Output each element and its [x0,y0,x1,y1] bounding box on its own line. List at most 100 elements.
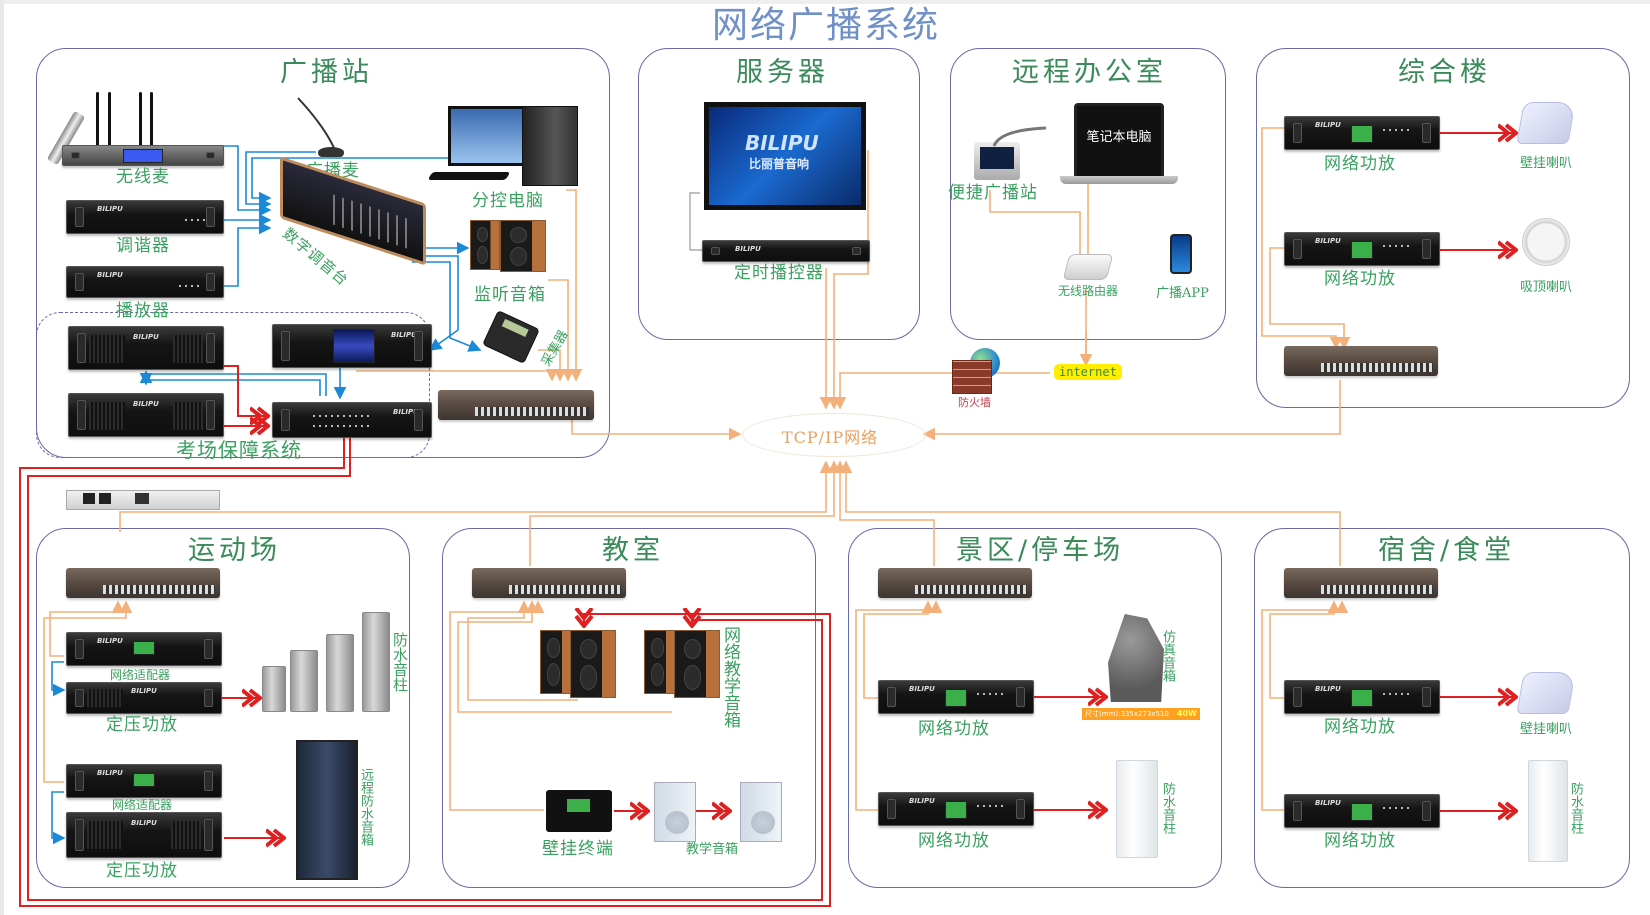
network-amp-label: 网络功放 [918,719,990,739]
waterproof-column-speaker [362,612,390,712]
wall-speaker [1516,102,1576,144]
portable-station [974,142,1020,180]
waterproof-column-speaker [326,634,354,712]
wireless-router [1062,254,1114,280]
broadcast-server: BILIPU 比丽普音响 [704,102,866,210]
player-label: 播放器 [116,301,170,321]
teaching-speaker [740,782,782,842]
zone-remote-office [950,48,1226,340]
network-amp: BILIPU [1284,232,1440,266]
wall-speaker [1516,672,1576,714]
zone-complex-building [1256,48,1630,408]
network-adapter: BILIPU [66,632,222,666]
network-amp: BILIPU [878,680,1034,714]
zone-title-remote-office: 远程办公室 [1012,57,1167,88]
network-teaching-speaker [674,630,720,698]
laptop-label: 笔记本电脑 [1086,130,1152,145]
waterproof-column-speaker [1116,760,1158,858]
network-teaching-speaker [540,630,572,694]
rock-speaker-label: 仿真音箱 [1160,630,1175,682]
teaching-speaker-label: 教学音箱 [686,842,739,857]
tuner-label: 调谐器 [116,236,170,256]
wall-terminal [546,790,612,832]
portable-station-mic [992,126,1047,147]
network-amp-label: 网络功放 [918,831,990,851]
wireless-mic-label: 无线麦 [116,167,170,187]
waterproof-column-speaker [1528,760,1568,862]
wall-terminal-label: 壁挂终端 [542,839,614,859]
wall-speaker-label: 壁挂喇叭 [1520,156,1573,171]
server-brand: BILIPU [745,131,819,155]
constant-voltage-amp: BILIPU [66,812,222,858]
diagram-title: 网络广播系统 [712,5,941,46]
zone-title-server: 服务器 [736,57,829,88]
laptop: 笔记本电脑 [1074,103,1164,179]
teaching-speaker [654,782,696,842]
complex-network-switch [1284,346,1438,376]
firewall-label: 防火墙 [958,396,991,409]
constant-voltage-amp: BILIPU [66,682,222,714]
sports-network-switch [66,568,220,598]
waterproof-column-label: 防水音柱 [1568,782,1583,834]
timer-controller: BILIPU [702,240,870,262]
network-adapter-label: 网络适配器 [110,668,171,682]
monitor-speakers-label: 监听音箱 [474,285,546,305]
network-amp-label: 网络功放 [1324,717,1396,737]
constant-voltage-amp-label: 定压功放 [106,861,178,881]
portable-station-label: 便捷广播站 [948,183,1038,203]
exam-subsystem-label: 考场保障系统 [176,438,302,462]
internet-badge: internet [1054,364,1122,380]
zone-title-dorm-canteen: 宿舍/食堂 [1378,535,1516,566]
network-teaching-speaker-label: 网络教学音箱 [720,626,740,728]
exam-amp-1: BILIPU [68,326,224,370]
player: BILIPU [66,266,224,298]
zone-title-scenic-parking: 景区/停车场 [956,535,1125,566]
zone-server [638,48,920,340]
dorm-network-switch [1284,568,1438,598]
network-amp: BILIPU [1284,116,1440,150]
network-amp-label: 网络功放 [1324,154,1396,174]
remote-waterproof-speaker [296,740,358,880]
network-adapter: BILIPU [66,764,222,798]
wireless-router-label: 无线路由器 [1058,284,1119,298]
tcp-ip-network-ellipse [742,413,926,457]
exam-amp-2: BILIPU [68,393,224,437]
waterproof-column-speaker [290,650,318,712]
exam-host: BILIPU [272,324,432,368]
exam-matrix: BILIPU [272,402,432,438]
waterproof-column-label: 防水音柱 [391,632,409,692]
ceiling-speaker [1522,218,1570,266]
timer-controller-label: 定时播控器 [734,263,824,283]
classroom-network-switch [472,568,626,598]
station-network-switch [438,390,594,420]
tcp-ip-network-label: TCP/IP网络 [782,428,879,447]
zone-title-broadcast-station: 广播站 [280,57,373,88]
waterproof-column-speaker [262,666,286,712]
zone-dorm-canteen [1254,528,1630,888]
power-sequencer [66,490,220,510]
scenic-network-switch [878,568,1032,598]
zone-title-classroom: 教室 [602,535,664,566]
network-adapter-label: 网络适配器 [112,798,173,812]
network-amp: BILIPU [1284,794,1440,828]
constant-voltage-amp-label: 定压功放 [106,715,178,735]
top-edge [0,0,1650,4]
network-amp: BILIPU [878,792,1034,826]
network-amp-label: 网络功放 [1324,269,1396,289]
wall-speaker-label: 壁挂喇叭 [1520,722,1573,737]
firewall-icon [952,360,992,394]
zone-title-sports-field: 运动场 [188,535,281,566]
waterproof-column-label: 防水音柱 [1160,782,1175,834]
server-brand-cn: 比丽普音响 [749,157,810,171]
network-amp: BILIPU [1284,680,1440,714]
broadcast-app-label: 广播APP [1156,286,1209,301]
network-teaching-speaker [644,630,676,694]
remote-waterproof-speaker-label: 远程防水音箱 [358,768,373,846]
zone-title-complex-building: 综合楼 [1398,57,1491,88]
network-amp-label: 网络功放 [1324,831,1396,851]
tuner: BILIPU [66,200,224,234]
network-teaching-speaker [570,630,616,698]
ceiling-speaker-label: 吸顶喇叭 [1520,280,1573,295]
